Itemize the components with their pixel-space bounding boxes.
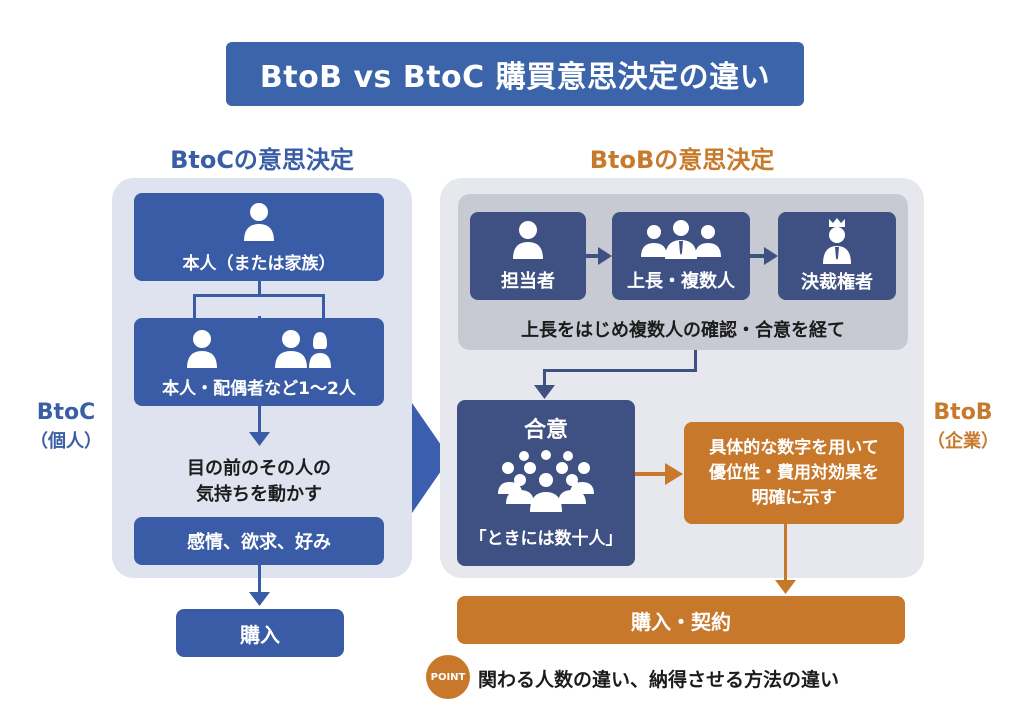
btob-evidence-line1: 具体的な数字を用いて [709,437,879,458]
btob-section-title: BtoBの意思決定 [589,146,775,174]
person-icon [187,330,217,368]
group-icon [641,220,721,259]
connector [543,369,546,389]
page-title: BtoB vs BtoC 購買意思決定の違い [226,42,804,106]
arrow-down-icon [249,432,270,446]
btob-chain-label: 上長・複数人 [627,271,735,292]
btob-side-label-sub: （企業） [927,431,999,452]
crowned-person-icon [823,218,851,264]
btob-chain-label: 担当者 [501,271,555,292]
btoc-couple-label: 本人・配偶者など1〜2人 [162,379,356,399]
btob-evidence-line2: 優位性・費用対効果を [709,462,879,483]
point-badge: POINT [426,655,470,699]
btob-chain-node-approver: 決裁権者 [778,212,896,300]
arrow-down-icon [249,592,270,606]
connector [258,406,261,436]
btoc-person-node: 本人（または家族） [134,193,384,281]
btoc-couple-node: 本人・配偶者など1〜2人 [134,318,384,406]
btob-chain-node-staff: 担当者 [470,212,586,300]
btob-side-label-main: BtoB [933,400,993,425]
btoc-purchase-node: 購入 [176,609,344,657]
btob-evidence-line3: 明確に示す [751,487,837,508]
btob-chain-node-managers: 上長・複数人 [612,212,750,300]
arrow-right-icon [635,463,683,485]
connector [543,369,697,372]
btob-consensus-sub: 「ときには数十人」 [469,529,623,549]
btoc-side-label-sub: （個人） [30,431,102,452]
connector [193,294,325,297]
arrow-down-icon [534,385,555,399]
connector [258,281,261,296]
btoc-section-title: BtoCの意思決定 [170,146,354,174]
arrow-right-icon [750,247,778,265]
chevron-right-icon [412,403,450,513]
btob-consensus-node: 合意 「ときには数十人」 [457,400,635,566]
couple-icon [275,330,331,368]
btob-consensus-title: 合意 [523,418,568,443]
btob-chain-caption: 上長をはじめ複数人の確認・合意を経て [521,320,845,341]
connector [258,565,261,595]
btoc-message-line1: 目の前のその人の [187,458,331,479]
btob-side-label: BtoB （企業） [918,400,1008,453]
arrow-down-icon [775,580,796,594]
btoc-side-label: BtoC （個人） [26,400,106,453]
btoc-side-label-main: BtoC [36,400,96,425]
arrow-right-icon [586,247,612,265]
btob-evidence-node: 具体的な数字を用いて 優位性・費用対効果を 明確に示す [684,422,904,524]
btob-purchase-node: 購入・契約 [457,596,905,644]
connector [193,294,196,320]
person-icon [244,202,274,241]
connector [694,350,697,372]
btoc-factors-node: 感情、欲求、好み [134,517,384,565]
btoc-person-label: 本人（または家族） [182,253,336,274]
btoc-message-line2: 気持ちを動かす [196,484,322,505]
person-icon [513,221,543,259]
btob-chain-label: 決裁権者 [801,272,873,293]
point-text: 関わる人数の違い、納得させる方法の違い [478,669,840,691]
connector [258,316,261,320]
btoc-message: 目の前のその人の 気持ちを動かす [134,456,384,508]
crowd-icon [498,450,594,512]
connector [322,294,325,320]
connector [784,524,787,586]
